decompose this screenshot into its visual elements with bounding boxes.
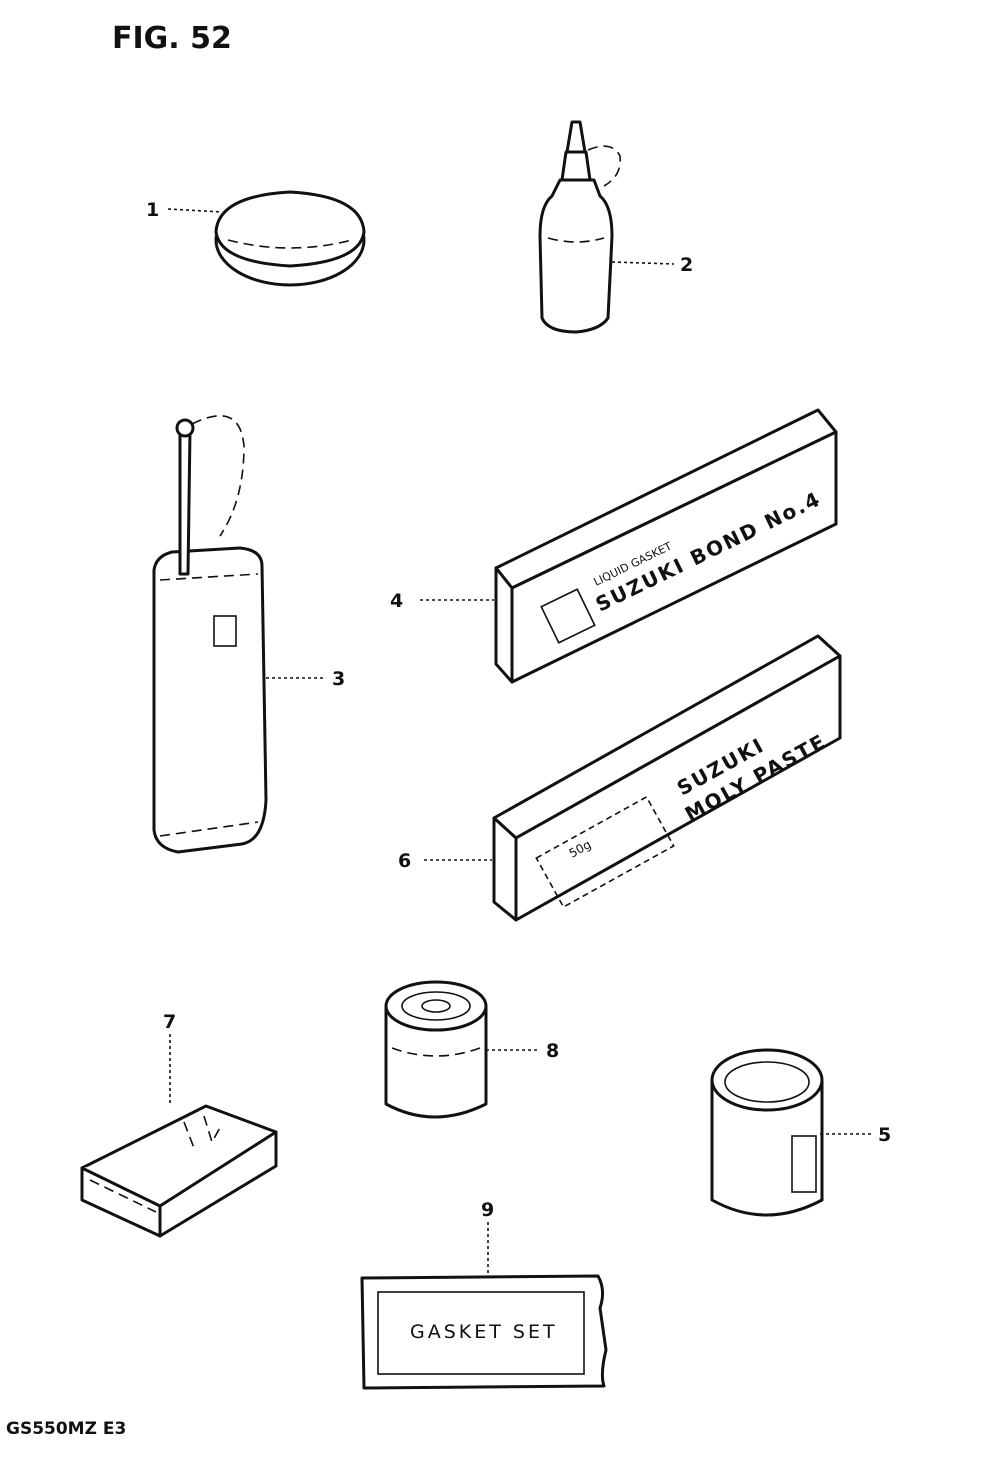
- callout-9: 9: [481, 1199, 494, 1221]
- part-9-gasket-set: GASKET SET: [360, 1274, 608, 1390]
- callout-8: 8: [546, 1040, 559, 1062]
- callout-6: 6: [398, 850, 411, 872]
- part-1-grease-tin: [214, 190, 366, 287]
- callout-4: 4: [390, 590, 403, 612]
- model-code: GS550MZ E3: [6, 1419, 126, 1439]
- callout-line-1: [167, 208, 223, 213]
- callout-3: 3: [332, 668, 345, 690]
- callout-1: 1: [146, 199, 159, 221]
- part-2-oil-bottle: [538, 120, 621, 334]
- callout-2: 2: [680, 254, 693, 276]
- part-5-tall-can: [710, 1048, 824, 1217]
- part-4-bond-box: SUZUKI BOND No.4 LIQUID GASKET: [494, 408, 838, 684]
- part-6-moly-paste-box: SUZUKI MOLY PASTE 50g: [492, 634, 842, 922]
- callout-line-2: [611, 261, 675, 265]
- gasket-set-print: GASKET SET: [410, 1321, 558, 1343]
- part-3-oil-can: [152, 415, 268, 854]
- part-7-case: [80, 1104, 278, 1238]
- callout-5: 5: [878, 1124, 891, 1146]
- callout-7: 7: [163, 1011, 176, 1033]
- part-8-small-can: [384, 980, 488, 1119]
- figure-title: FIG. 52: [112, 21, 232, 56]
